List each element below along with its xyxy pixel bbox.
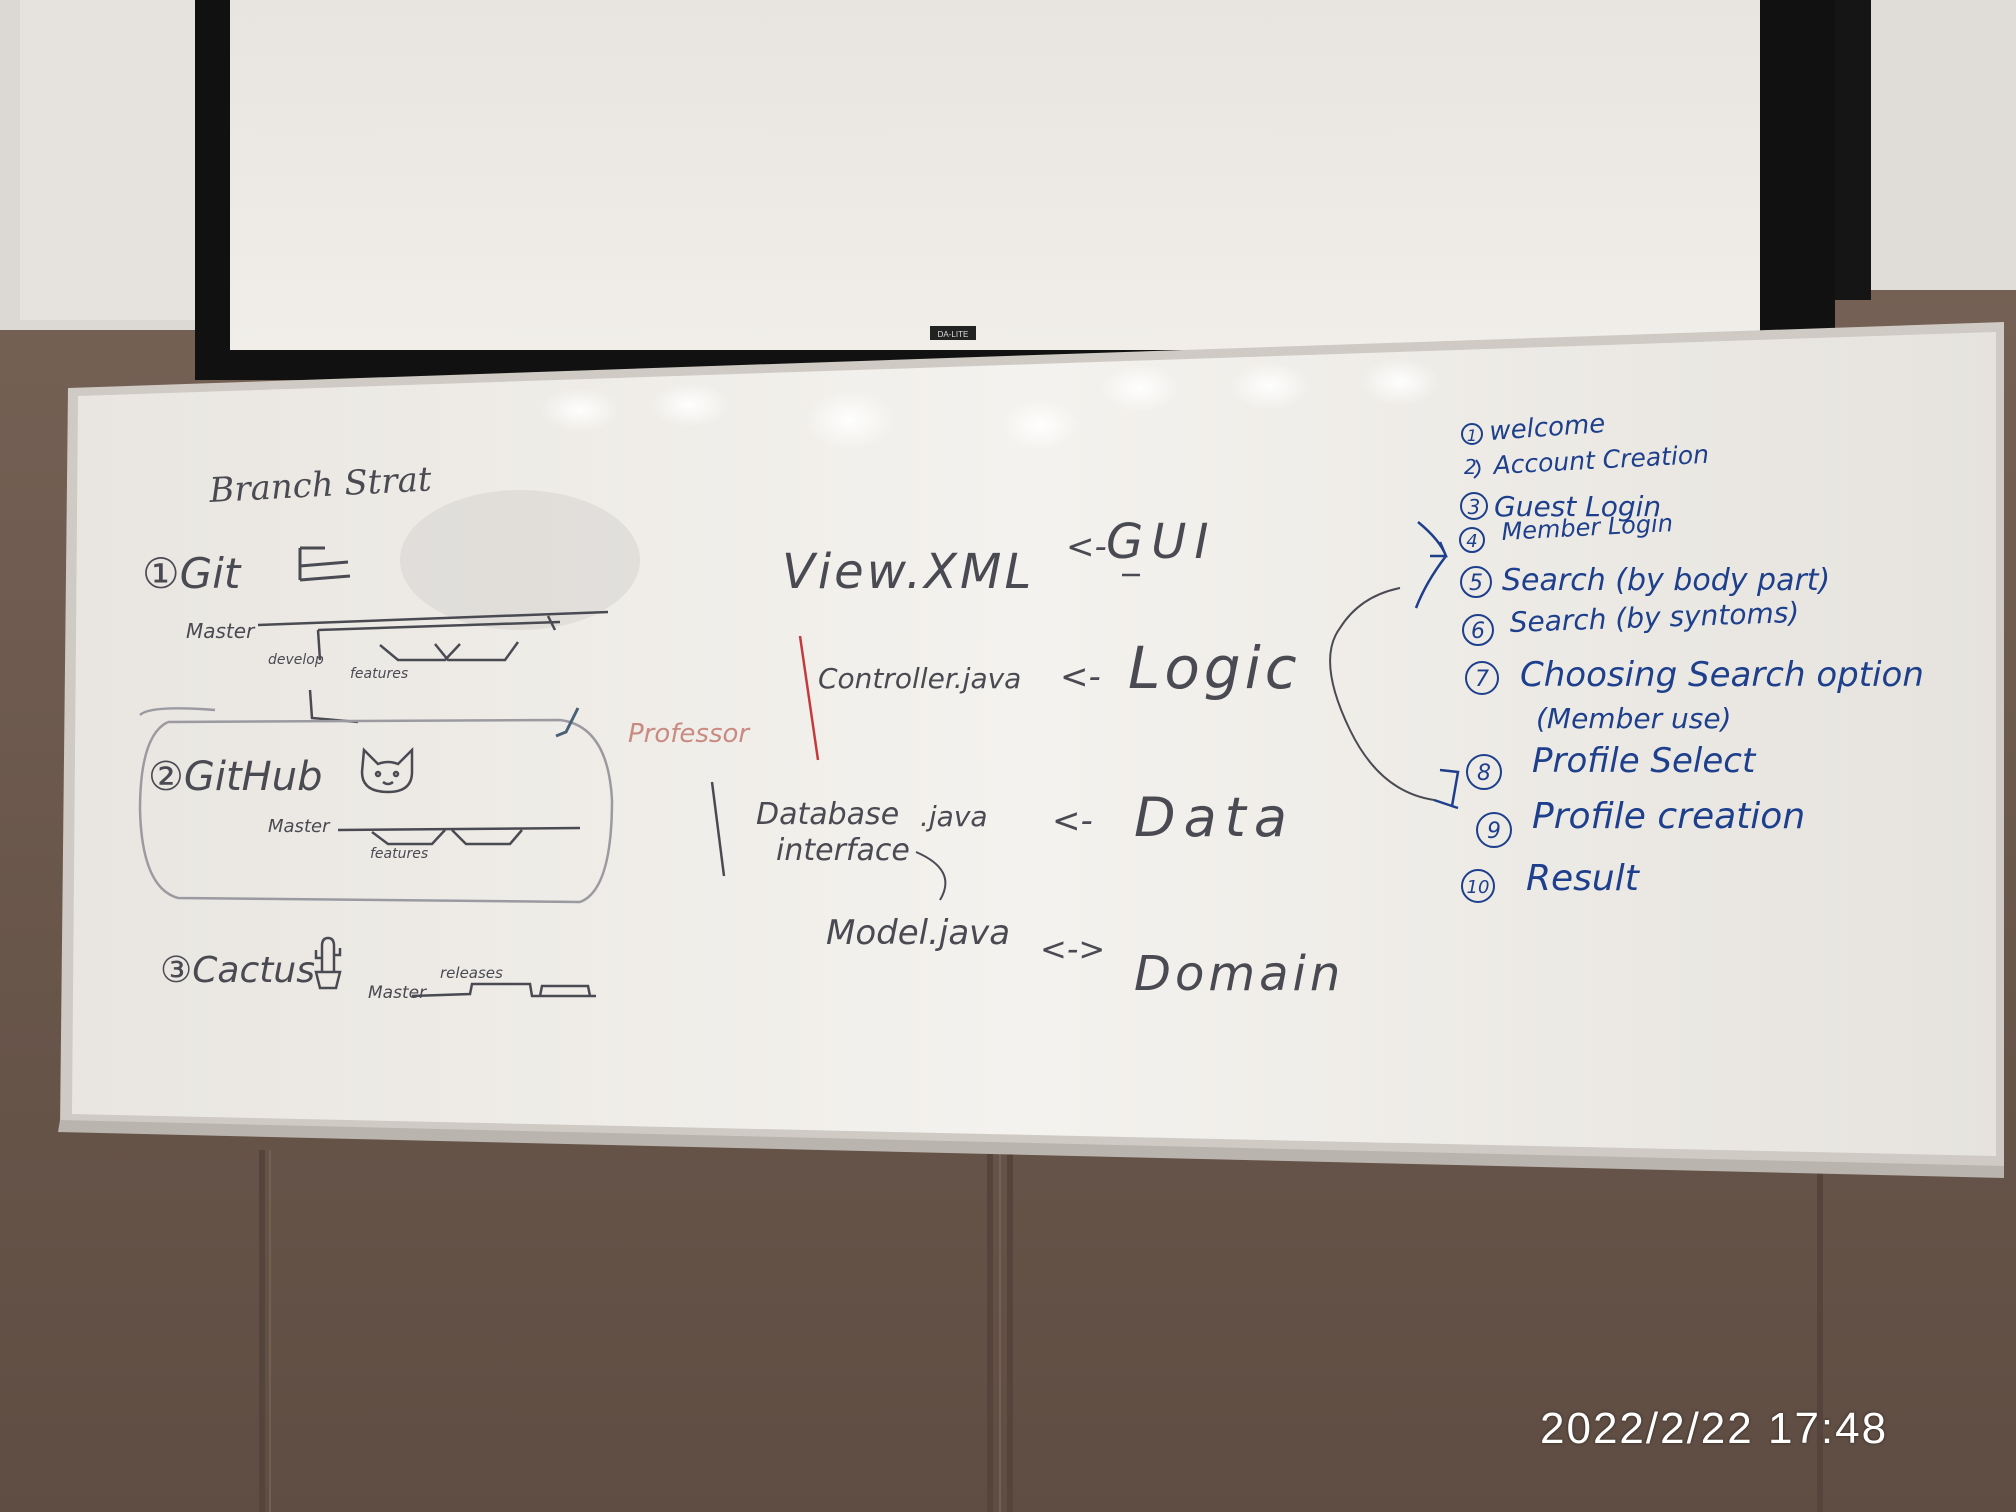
list-number-9: 9	[1487, 819, 1501, 844]
list-number-10: 10	[1467, 877, 1490, 898]
data-layer: Data	[1134, 786, 1295, 849]
list-number-circle-1	[1461, 423, 1483, 445]
list-number-7: 7	[1475, 667, 1489, 692]
branch-strategy-section: Branch Strat ①Git Master develop feature…	[138, 459, 751, 1003]
git-develop-label: develop	[268, 652, 324, 668]
list-number-circle-7	[1465, 661, 1499, 695]
list-number-mark-2	[1473, 459, 1481, 479]
list-number-8: 8	[1477, 761, 1491, 786]
cactus-label: ③Cactus	[160, 950, 315, 991]
github-features-label: features	[370, 846, 428, 862]
professor-note: Professor	[628, 719, 751, 749]
domain-layer: Domain	[1134, 946, 1344, 1002]
screen-brand-plate	[930, 326, 976, 340]
list-item-8: Profile Select	[1532, 741, 1757, 781]
list-number-circle-3	[1460, 492, 1488, 520]
list-item-7-note: (Member use)	[1536, 702, 1731, 735]
git-logo-icon	[298, 546, 351, 582]
list-item-3: Guest Login	[1494, 490, 1661, 523]
git-label: ①Git	[142, 549, 242, 598]
whiteboard-surface	[72, 332, 1996, 1156]
projector-screen	[230, 0, 1760, 350]
wall-block-highlights	[269, 1150, 1001, 1512]
list-number-1: 1	[1467, 426, 1477, 445]
list-number-6: 6	[1471, 619, 1485, 644]
data-margin-line	[710, 781, 726, 877]
marker-tray	[58, 1120, 2004, 1178]
wall-block-lines	[259, 1150, 1823, 1512]
list-number-circle-5	[1460, 566, 1492, 598]
cactus-releases-label: releases	[440, 964, 503, 982]
photo-timestamp: 2022/2/22 17:48	[1540, 1404, 1889, 1453]
list-number-circle-9	[1476, 812, 1512, 848]
check-mark	[555, 707, 580, 738]
git-features-label: features	[350, 666, 408, 682]
cactus-master-label: Master	[368, 983, 427, 1003]
wall-panel-left-inner	[20, 0, 200, 320]
list-number-3: 3	[1468, 495, 1481, 519]
list-item-5: Search (by body part)	[1502, 563, 1830, 598]
list-item-7: Choosing Search option	[1520, 655, 1924, 695]
data-arrow: <-	[1052, 801, 1093, 841]
gui-layer: GUI	[1106, 514, 1216, 570]
logic-arrow: <-	[1060, 657, 1101, 697]
list-number-2: 2	[1464, 455, 1477, 479]
cactus-icon	[314, 936, 342, 990]
right-frame	[1835, 0, 1871, 300]
cactus-branch-diagram	[411, 982, 596, 998]
list-number-4: 4	[1466, 531, 1477, 552]
interface-curve	[915, 851, 947, 901]
github-master-label: Master	[268, 816, 331, 837]
github-branch-diagram	[337, 826, 581, 846]
github-label: ②GitHub	[148, 754, 322, 800]
list-item-10: Result	[1526, 858, 1641, 899]
database-java-ext: .java	[920, 800, 988, 833]
logic-layer: Logic	[1128, 634, 1301, 702]
cat-face-icon	[360, 746, 414, 794]
erased-smudge	[400, 490, 640, 630]
wall-panel-right	[1870, 0, 2016, 290]
list-item-9: Profile creation	[1532, 796, 1805, 837]
github-enclosure	[138, 707, 614, 904]
architecture-layers-section: View.XML <- GUI Controller.java <- Logic…	[710, 514, 1344, 1002]
list-number-5: 5	[1469, 571, 1483, 596]
database-file-line1: Database	[756, 797, 899, 832]
gui-arrow: <-	[1066, 527, 1107, 567]
screen-brand: DA-LITE	[938, 330, 969, 339]
profile-bracket	[1433, 768, 1460, 810]
view-xml-file: View.XML	[782, 544, 1034, 600]
list-number-circle-6	[1462, 614, 1494, 646]
git-master-label: Master	[186, 619, 256, 643]
search-bracket-arrow	[1414, 521, 1448, 609]
light-glare	[540, 358, 1440, 451]
domain-arrow: <->	[1040, 930, 1105, 968]
model-java-file: Model.java	[826, 913, 1010, 953]
screen-flow-list: 1 welcome 2 Account Creation 3 Guest Log…	[1329, 409, 1924, 903]
controller-java-file: Controller.java	[818, 662, 1021, 695]
database-file-line2: interface	[776, 833, 910, 868]
list-number-circle-8	[1466, 754, 1502, 790]
list-number-circle-10	[1461, 869, 1495, 903]
list-number-circle-4	[1459, 527, 1485, 553]
flow-loop-line	[1329, 587, 1435, 801]
red-margin-line	[798, 635, 820, 761]
